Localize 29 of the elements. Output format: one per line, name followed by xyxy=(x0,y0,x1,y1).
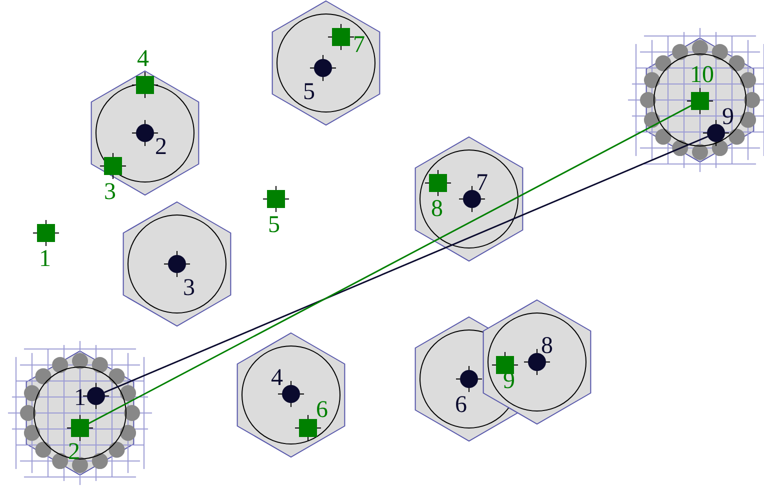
square-marker xyxy=(104,157,122,175)
marker-number: 5 xyxy=(268,213,280,237)
square-marker xyxy=(691,92,709,110)
marker-number: 8 xyxy=(541,334,553,358)
square-marker xyxy=(71,419,89,437)
square-marker xyxy=(429,174,447,192)
square-marker xyxy=(496,356,514,374)
connector-line xyxy=(88,104,692,424)
square-marker xyxy=(299,419,317,437)
marker-number: 3 xyxy=(104,180,116,204)
marker-number: 8 xyxy=(431,197,443,221)
square-marker xyxy=(332,28,350,46)
marker-number: 2 xyxy=(155,135,167,159)
marker-number: 9 xyxy=(722,105,734,129)
marker-number: 7 xyxy=(353,33,365,57)
marker-number: 3 xyxy=(183,276,195,300)
square-marker xyxy=(37,224,55,242)
square-marker xyxy=(267,190,285,208)
marker-number: 6 xyxy=(455,393,467,417)
square-marker xyxy=(136,76,154,94)
marker-number: 6 xyxy=(316,398,328,422)
marker-number: 10 xyxy=(690,63,714,87)
marker-number: 4 xyxy=(137,47,149,71)
connector-line xyxy=(104,136,708,394)
marker-number: 4 xyxy=(271,366,283,390)
marker-number: 1 xyxy=(39,247,51,271)
marker-number: 5 xyxy=(303,80,315,104)
marker-number: 7 xyxy=(476,171,488,195)
marker-number: 1 xyxy=(74,386,86,410)
